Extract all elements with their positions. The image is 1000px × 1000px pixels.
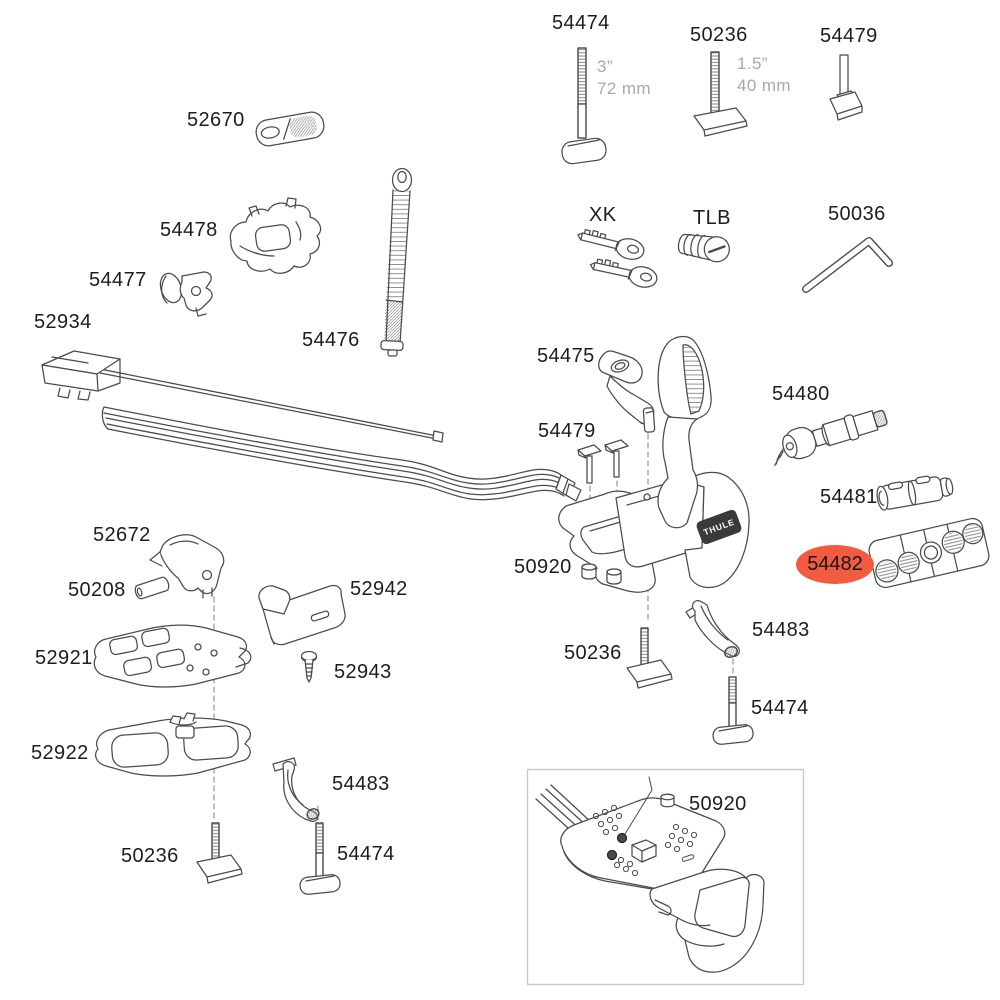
- label-54480: 54480: [772, 383, 830, 405]
- part-50236-top-drawing: [693, 51, 748, 137]
- label-54478: 54478: [160, 219, 218, 241]
- label-50920-mid: 50920: [514, 556, 572, 578]
- part-54476-strap-drawing: [380, 167, 413, 357]
- label-54474-left: 54474: [337, 843, 395, 865]
- dim-54474-mm: 72 mm: [597, 79, 651, 98]
- label-54474-mid: 54474: [751, 697, 809, 719]
- part-50236-left-drawing: [196, 822, 243, 884]
- label-54481: 54481: [820, 486, 878, 508]
- dim-50236-mm: 40 mm: [737, 76, 791, 95]
- label-50920-inset: 50920: [689, 793, 747, 815]
- dim-54474-inch: 3”: [597, 57, 613, 76]
- part-54479-top-drawing: [829, 54, 863, 121]
- part-50036-hex-key-drawing: [802, 237, 893, 293]
- label-tlb: TLB: [693, 207, 731, 229]
- label-50236-left: 50236: [121, 845, 179, 867]
- dim-50236-inch: 1.5”: [737, 54, 768, 73]
- part-54483-center-drawing: [685, 600, 740, 658]
- part-52934-drawing: [41, 350, 444, 443]
- part-52670-drawing: [255, 111, 325, 147]
- label-52921: 52921: [35, 647, 93, 669]
- part-52922-drawing: [95, 712, 252, 777]
- part-52943-drawing: [300, 650, 318, 683]
- part-54482-drawing: [868, 517, 990, 589]
- label-52670: 52670: [187, 109, 245, 131]
- wheel-tray-drawing: [101, 406, 582, 502]
- label-54479-top: 54479: [820, 25, 878, 47]
- label-54482: 54482: [796, 545, 874, 584]
- part-50920-nuts-drawing: [581, 563, 622, 585]
- part-54479-tbolts-drawing: [577, 439, 629, 484]
- carrier-body-drawing: THULE: [558, 335, 750, 593]
- label-52672: 52672: [93, 524, 151, 546]
- part-52672-drawing: [149, 534, 225, 599]
- part-54474-top-drawing: [561, 47, 607, 165]
- inset-foot-drawing: [535, 784, 765, 973]
- label-50236-mid: 50236: [564, 642, 622, 664]
- label-54476: 54476: [302, 329, 360, 351]
- label-52934: 52934: [34, 311, 92, 333]
- inset-leader-line: [624, 776, 653, 835]
- part-54474-left-drawing: [299, 822, 341, 895]
- part-54483-left-drawing: [272, 757, 320, 822]
- label-52943: 52943: [334, 661, 392, 683]
- label-xk: XK: [589, 204, 617, 226]
- label-54474-top: 54474: [552, 12, 610, 34]
- part-54474-center-drawing: [712, 676, 754, 745]
- label-50036: 50036: [828, 203, 886, 225]
- part-54475-drawing: [598, 350, 656, 433]
- part-50236-center-drawing: [626, 627, 673, 689]
- part-54481-drawing: [876, 475, 954, 511]
- part-50208-drawing: [134, 576, 170, 600]
- inset-nut-icon: [660, 793, 675, 808]
- label-50208: 50208: [68, 579, 126, 601]
- part-54478-drawing: [229, 197, 322, 274]
- label-54483-left: 54483: [332, 773, 390, 795]
- part-xk-keys-drawing: [577, 229, 658, 288]
- label-54475: 54475: [537, 345, 595, 367]
- part-52942-drawing: [258, 584, 346, 646]
- part-54480-drawing: [774, 409, 888, 467]
- label-50236-top: 50236: [690, 24, 748, 46]
- part-52921-drawing: [93, 624, 252, 688]
- label-52922: 52922: [31, 742, 89, 764]
- label-54483-mid: 54483: [752, 619, 810, 641]
- label-54479-mid: 54479: [538, 420, 596, 442]
- part-tlb-lock-drawing: [677, 233, 730, 263]
- label-52942: 52942: [350, 578, 408, 600]
- label-54477: 54477: [89, 269, 147, 291]
- part-54477-drawing: [159, 271, 213, 317]
